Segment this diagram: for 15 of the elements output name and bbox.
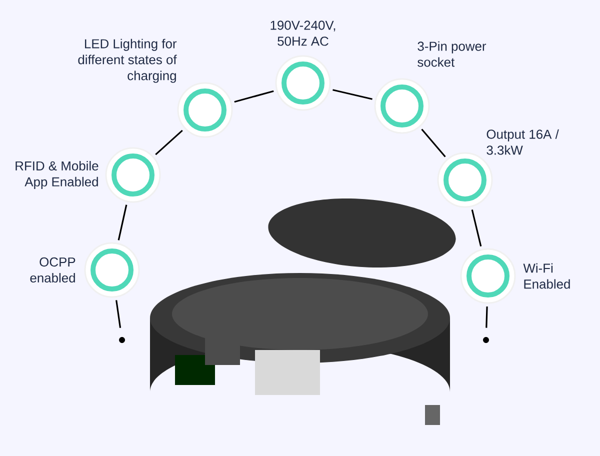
feature-label: Wi-Fi Enabled (523, 263, 570, 289)
arc-segment (332, 89, 372, 100)
feature-label: 3-Pin power socket (418, 41, 486, 67)
feature-label: RFID & Mobile App Enabled (16, 160, 98, 189)
arc-segment (421, 128, 446, 158)
arc-segment (471, 209, 482, 247)
feature-label: 190V-240V, 50Hz AC (270, 20, 336, 46)
arc-segment (486, 306, 488, 328)
arc-segment (155, 130, 183, 156)
feature-label: Output 16A / 3.3kW (486, 129, 559, 155)
arc-segment (234, 90, 274, 103)
arc-segment (116, 300, 122, 328)
feature-label: LED Lighting for different states of charging (78, 38, 177, 83)
arc-segment (118, 204, 128, 240)
feature-label: OCPP enabled (30, 257, 76, 283)
